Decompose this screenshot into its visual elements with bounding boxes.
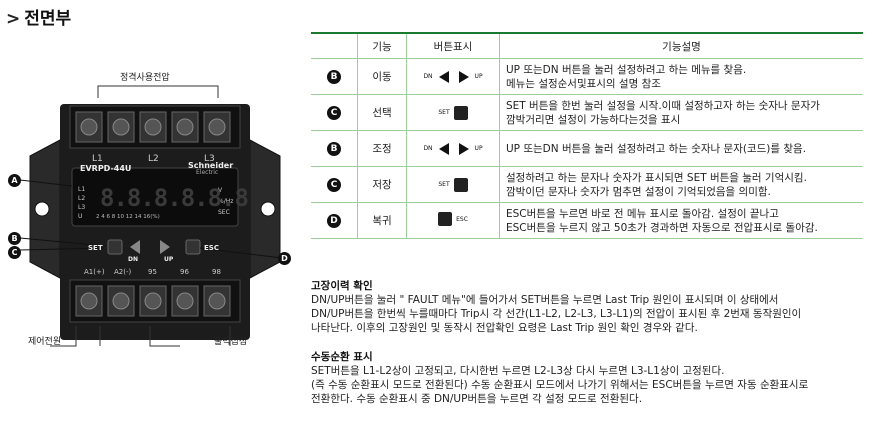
table-row: D 복귀 ESC ESC버튼을 누르면 바로 전 메뉴 표시로 돌아감. 설정이… [311,202,863,239]
marker-a: A [8,174,21,187]
table-header-button: 버튼표시 [406,32,500,59]
set-button-label: SET [88,244,103,252]
fault-line: DN/UP버튼을 한번씩 누를때마다 Trip시 각 선간(L1-L2, L2-… [311,308,802,320]
brand-sub: Electric [196,169,219,176]
set-button-icon: SET [438,105,468,120]
manual-cycle-heading: 수동순환 표시 [311,351,373,363]
fault-history-section: 고장이력 확인 DN/UP버튼을 눌러 " FAULT 메뉴"에 들어가서 SE… [311,279,871,335]
dn-up-button-icon: DN UP [423,69,483,85]
up-button-label: UP [164,256,174,263]
marker-badge: D [327,213,341,228]
terminal-l1-label: L1 [92,154,103,164]
marker-badge: C [327,105,341,120]
device-drawing [19,85,283,347]
description-line: SET 버튼을 한번 눌러 설정을 시작.이때 설정하고자 하는 숫자나 문자가 [506,99,820,112]
terminal-a1-label: A1(+) [84,268,105,276]
table-header-function: 기능 [357,32,407,59]
function-table: 기능 버튼표시 기능설명 B 이동 DN UP UP 또는DN 버튼을 눌러 설… [311,32,863,239]
table-row: C 저장 SET 설정하려고 하는 문자나 숫자가 표시되면 SET 버튼을 눌… [311,166,863,203]
esc-button-icon: ESC [438,212,468,226]
description-line: 깜박이던 문자나 숫자가 멈추면 설정이 기억되었음을 의미함. [506,185,771,198]
marker-badge: B [327,69,341,84]
terminal-96-label: 96 [180,268,189,276]
dn-up-button-icon: DN UP [423,141,483,157]
description-line: 설정하려고 하는 문자나 숫자가 표시되면 SET 버튼을 눌러 기억시킴. [506,171,807,184]
fault-history-heading: 고장이력 확인 [311,280,373,292]
table-header-description: 기능설명 [499,32,863,59]
marker-b: B [8,232,21,245]
terminal-l3-label: L3 [204,154,215,164]
table-header-mark [311,32,358,59]
fault-line: 나타난다. 이후의 고장원인 및 동작시 전압확인 요령은 Last Trip … [311,322,698,334]
description-line: 메뉴는 설정순서및표시의 설명 참조 [506,77,661,90]
description-line: ESC버튼을 누르면 바로 전 메뉴 표시로 돌아감. 설정이 끝나고 [506,207,779,220]
set-button-icon: SET [438,177,468,192]
function-name: 복귀 [357,202,407,239]
function-name: 조정 [357,130,407,167]
table-row: B 이동 DN UP UP 또는DN 버튼을 눌러 설정하려고 하는 메뉴를 찾… [311,58,863,95]
marker-d: D [278,252,291,265]
dn-button-label: DN [128,256,139,263]
description-line: UP 또는DN 버튼을 눌러 설정하려고 하는 숫자나 문자(코드)를 찾음. [506,142,807,155]
output-contact-label: 출력접점 [214,337,248,347]
terminal-98-label: 98 [212,268,221,276]
terminal-a2-label: A2(-) [114,268,132,276]
control-power-label: 제어전원 [28,337,62,347]
brand-logo: Schneider [188,161,234,170]
terminal-l2-label: L2 [148,154,159,164]
function-name: 저장 [357,166,407,203]
seven-segment-display: 8.8.8.8.8.8 [100,184,249,212]
manual-line: 전환한다. 수동 순환표시 중 DN/UP버튼을 누르면 각 설정 모드로 전환… [311,393,643,405]
table-row: B 조정 DN UP UP 또는DN 버튼을 눌러 설정하려고 하는 숫자나 문… [311,130,863,167]
section-title: >전면부 [6,9,72,29]
model-label: EVRPD-44U [80,164,132,173]
description-line: UP 또는DN 버튼을 눌러 설정하려고 하는 메뉴를 찾음. [506,63,747,76]
table-row: C 선택 SET SET 버튼을 한번 눌러 설정을 시작.이때 설정하고자 하… [311,94,863,131]
manual-cycle-section: 수동순환 표시 SET버튼을 L1-L2상이 고정되고, 다시한번 누르면 L2… [311,350,871,406]
manual-line: (즉 수동 순환표시 모드로 전환된다) 수동 순환표시 모드에서 나가기 위해… [311,379,809,391]
chevron-right-icon: > [6,9,21,29]
bar-scale: 2 4 6 8 10 12 14 16(%) [96,214,160,220]
esc-button-label: ESC [204,244,219,252]
manual-line: SET버튼을 L1-L2상이 고정되고, 다시한번 누르면 L2-L3상 다시 … [311,365,725,377]
marker-badge: B [327,141,341,156]
rated-voltage-label: 정격사용전압 [120,73,170,83]
function-name: 이동 [357,58,407,95]
terminal-95-label: 95 [148,268,157,276]
fault-line: DN/UP버튼을 눌러 " FAULT 메뉴"에 들어가서 SET버튼을 누르면… [311,294,779,306]
marker-c: C [8,246,21,259]
function-name: 선택 [357,94,407,131]
description-line: 깜박거리면 설정이 가능하다는것을 표시 [506,113,681,126]
marker-badge: C [327,177,341,192]
description-line: ESC버튼을 누르지 않고 50초가 경과하면 자동으로 전압표시로 돌아감. [506,221,818,234]
device-illustration: 정격사용전압 [0,68,310,428]
